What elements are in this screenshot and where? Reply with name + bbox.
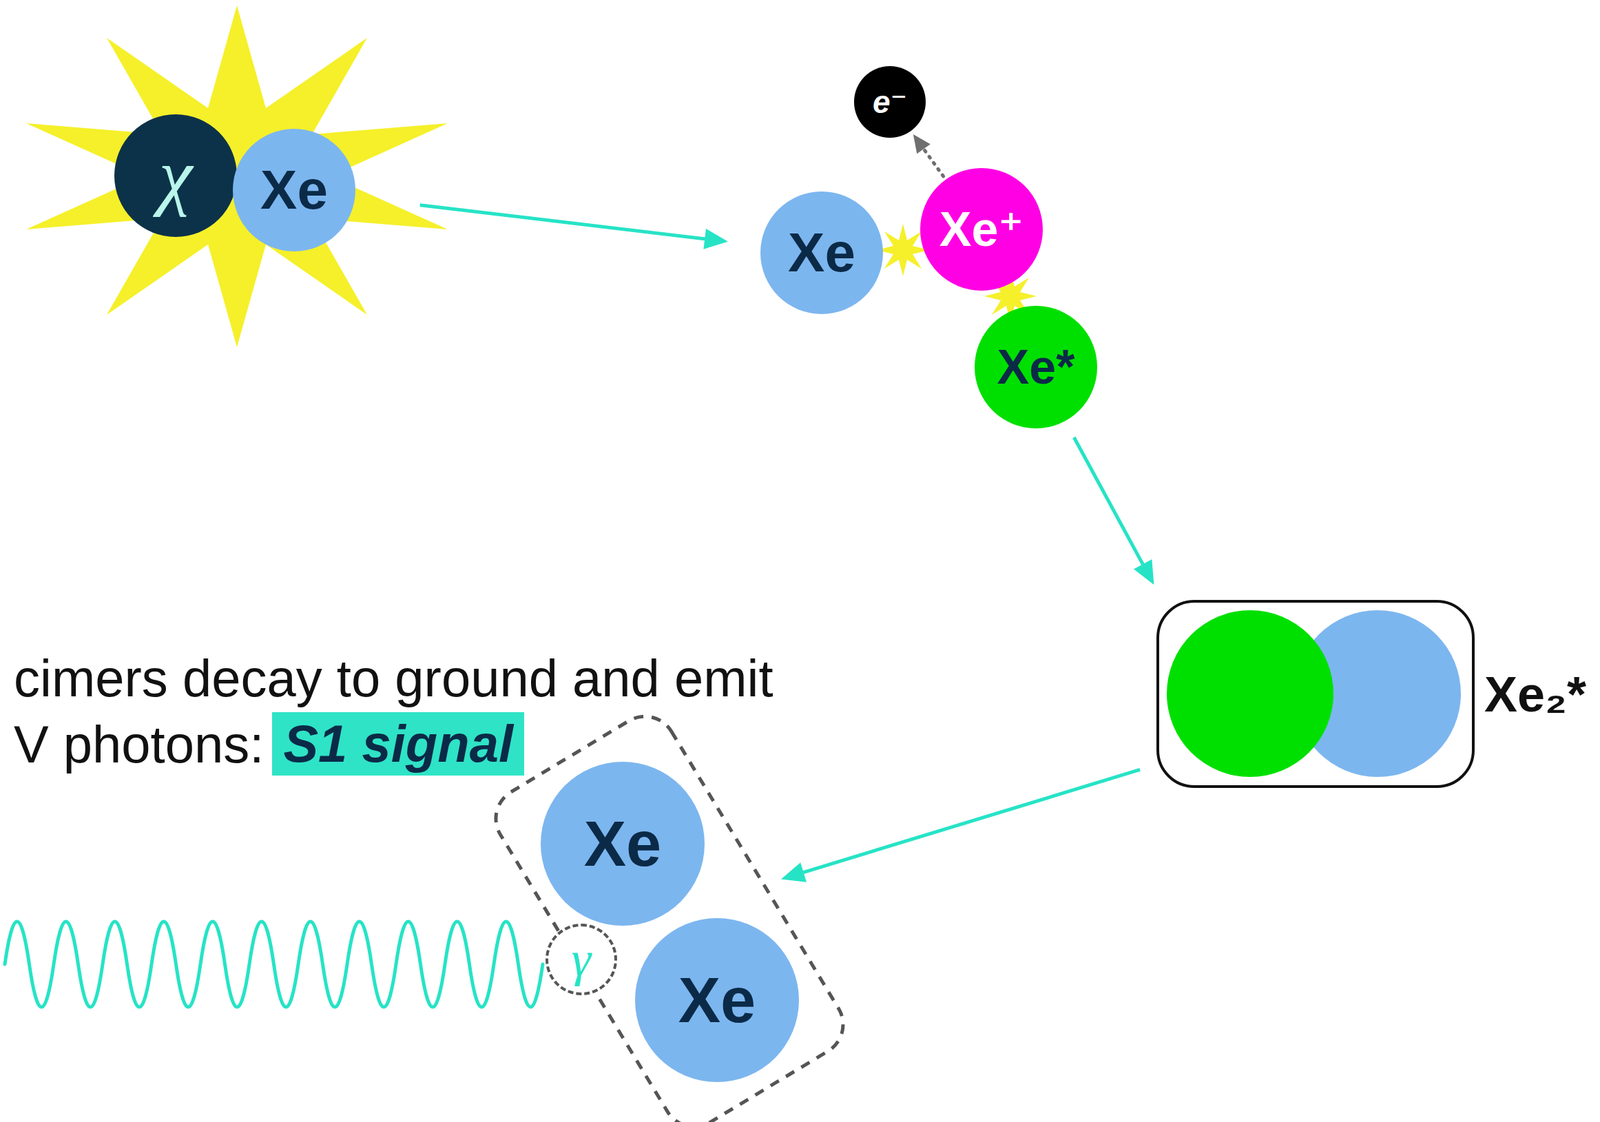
arrow-line xyxy=(922,148,944,177)
ground-pair-outline xyxy=(484,704,855,1122)
arrow-line xyxy=(802,769,1140,873)
arrow-head xyxy=(703,228,729,250)
atom-label: e⁻ xyxy=(872,86,908,118)
excited-xenon: Xe* xyxy=(974,305,1098,429)
photon-wave xyxy=(4,921,543,1007)
atom-label: χ xyxy=(159,137,193,214)
arrow-head xyxy=(913,134,931,154)
xenon-atom: Xe xyxy=(635,918,799,1083)
particle-circle: χ xyxy=(114,114,237,237)
excimer-label: Xe₂* xyxy=(1484,669,1587,720)
signal-highlight: S1 signal xyxy=(272,712,525,776)
xenon-atom: Xe xyxy=(232,128,356,252)
atom-label: Xe* xyxy=(997,343,1076,392)
xenon-atom: Xe xyxy=(760,191,883,315)
collision-burst xyxy=(26,5,448,348)
arrow-line xyxy=(420,205,706,240)
process-arrow xyxy=(781,769,1140,882)
excited-atom xyxy=(1166,610,1334,777)
xenon-atom: Xe xyxy=(540,761,705,926)
atom-label: Xe⁺ xyxy=(939,205,1025,254)
atom-label: Xe xyxy=(678,968,757,1032)
arrow-line xyxy=(1073,437,1144,566)
photon-circle: γ xyxy=(545,923,618,996)
trajectory-arrow xyxy=(913,134,944,177)
label-wrap: S1 signal xyxy=(272,712,525,776)
atom-label: Xe xyxy=(584,812,662,876)
atom-label: Xe xyxy=(787,225,856,281)
arrow-head xyxy=(781,862,807,883)
atom-label: γ xyxy=(571,934,591,985)
atom-label: Xe xyxy=(260,162,328,218)
arrow-head xyxy=(1133,559,1154,585)
process-arrow xyxy=(1073,437,1154,585)
xenon-ion: Xe⁺ xyxy=(920,168,1043,291)
excimer-box: Xe₂* xyxy=(1156,599,1475,788)
process-arrow xyxy=(420,205,729,250)
electron-circle: e⁻ xyxy=(854,66,926,138)
